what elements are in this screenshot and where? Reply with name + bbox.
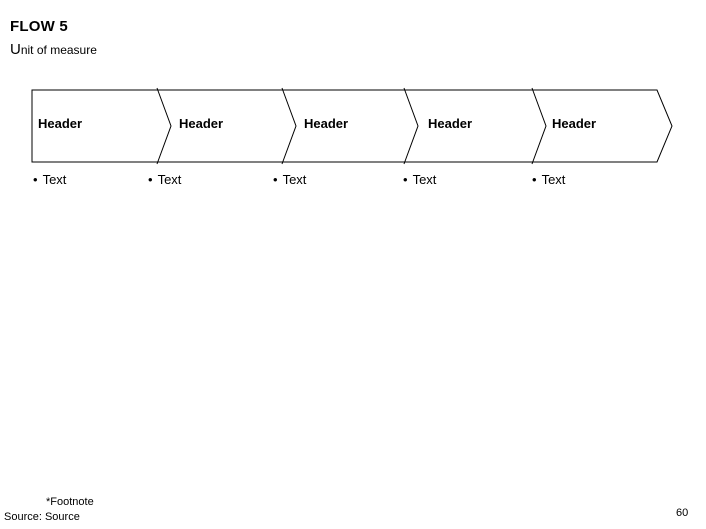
- step-3-bullet-item: • Text: [273, 173, 306, 186]
- step-2-header: Header: [179, 116, 224, 131]
- chevron-divider-2: [281, 87, 297, 165]
- step-5-header: Header: [552, 116, 597, 131]
- chevron-divider-4: [531, 87, 547, 165]
- slide-title: FLOW 5: [10, 18, 68, 35]
- step-4-header: Header: [428, 116, 473, 131]
- step-3-header: Header: [304, 116, 349, 131]
- step-5-text: Text: [541, 172, 566, 187]
- page-number: 60: [676, 507, 689, 519]
- step-1-header: Header: [38, 116, 83, 131]
- step-1-text: Text: [42, 172, 67, 187]
- bullet-dot-icon: •: [273, 172, 278, 187]
- step-2-text: Text: [157, 172, 182, 187]
- chevron-divider-3: [403, 87, 419, 165]
- bullet-dot-icon: •: [148, 172, 153, 187]
- flow-band-outline: [31, 89, 673, 163]
- step-2-bullet-item: • Text: [148, 173, 181, 186]
- step-4-bullet-item: • Text: [403, 173, 436, 186]
- footnote-label: *Footnote: [46, 496, 94, 508]
- source-label: Source: Source: [4, 511, 80, 523]
- unit-of-measure-label: Unit of measure: [10, 41, 97, 58]
- step-3-text: Text: [282, 172, 307, 187]
- bullet-dot-icon: •: [33, 172, 38, 187]
- chevron-divider-1: [156, 87, 172, 165]
- step-5-bullet-item: • Text: [532, 173, 565, 186]
- bullet-dot-icon: •: [403, 172, 408, 187]
- step-1-bullet-item: • Text: [33, 173, 66, 186]
- bullet-dot-icon: •: [532, 172, 537, 187]
- step-4-text: Text: [412, 172, 437, 187]
